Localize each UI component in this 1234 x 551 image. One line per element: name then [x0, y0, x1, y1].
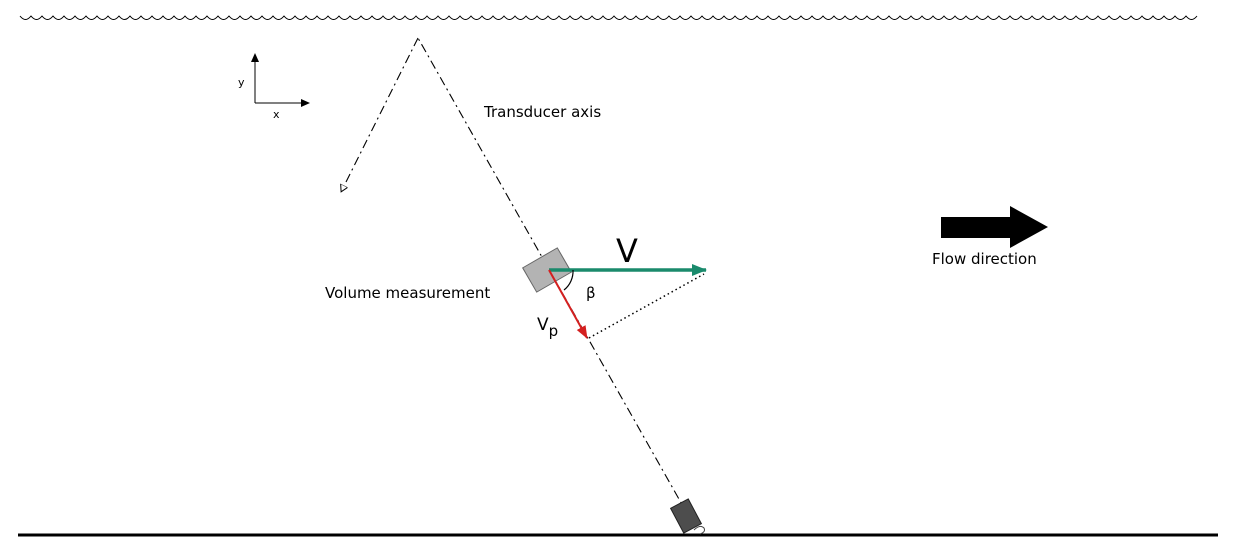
transducer-axis-label: Transducer axis [483, 103, 601, 121]
cable-icon [693, 525, 705, 535]
flow-direction-label: Flow direction [932, 250, 1037, 268]
projected-velocity-subscript: p [549, 322, 559, 340]
flow-direction-arrow-icon [941, 206, 1048, 248]
volume-measurement-label: Volume measurement [325, 284, 490, 302]
transducer-device [669, 498, 705, 535]
transducer-icon [669, 498, 703, 534]
y-axis-label: y [238, 76, 245, 89]
x-axis-label: x [273, 108, 280, 121]
second-beam [342, 37, 419, 190]
angle-label: β [586, 284, 596, 302]
projection-line [588, 273, 705, 339]
projected-velocity-arrow [548, 269, 588, 339]
coordinate-axes: y x [238, 53, 310, 121]
water-surface-icon [19, 15, 1198, 20]
angle-arc [563, 269, 574, 291]
velocity-label: V [616, 232, 638, 270]
projected-velocity-label: Vp [537, 315, 558, 340]
measurement-volume-icon [521, 247, 573, 293]
projected-velocity-main: V [537, 315, 549, 335]
